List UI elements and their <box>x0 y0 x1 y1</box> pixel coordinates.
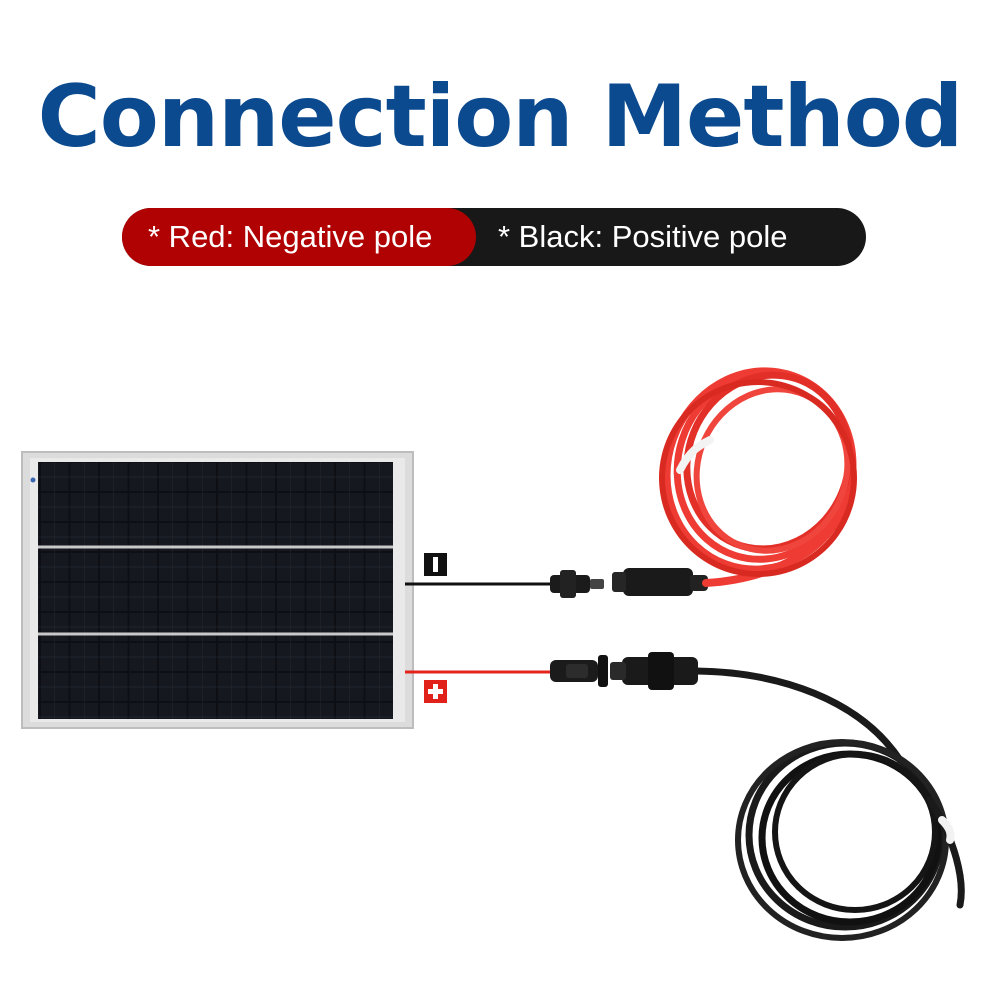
panel-positive-wire <box>405 655 608 687</box>
polarity-legend: * Red: Negative pole * Black: Positive p… <box>122 208 866 266</box>
red-extension-cable <box>612 367 857 596</box>
plus-icon <box>424 680 447 703</box>
page-title: Connection Method <box>37 67 964 167</box>
negative-pole-label: * Red: Negative pole <box>148 219 433 254</box>
solar-panel <box>21 451 414 729</box>
connection-illustration <box>21 367 965 941</box>
negative-pole-label-bg <box>122 208 476 266</box>
black-extension-cable <box>610 652 965 941</box>
positive-pole-label: * Black: Positive pole <box>498 219 788 254</box>
minus-icon <box>424 553 447 576</box>
panel-negative-wire <box>405 570 604 598</box>
